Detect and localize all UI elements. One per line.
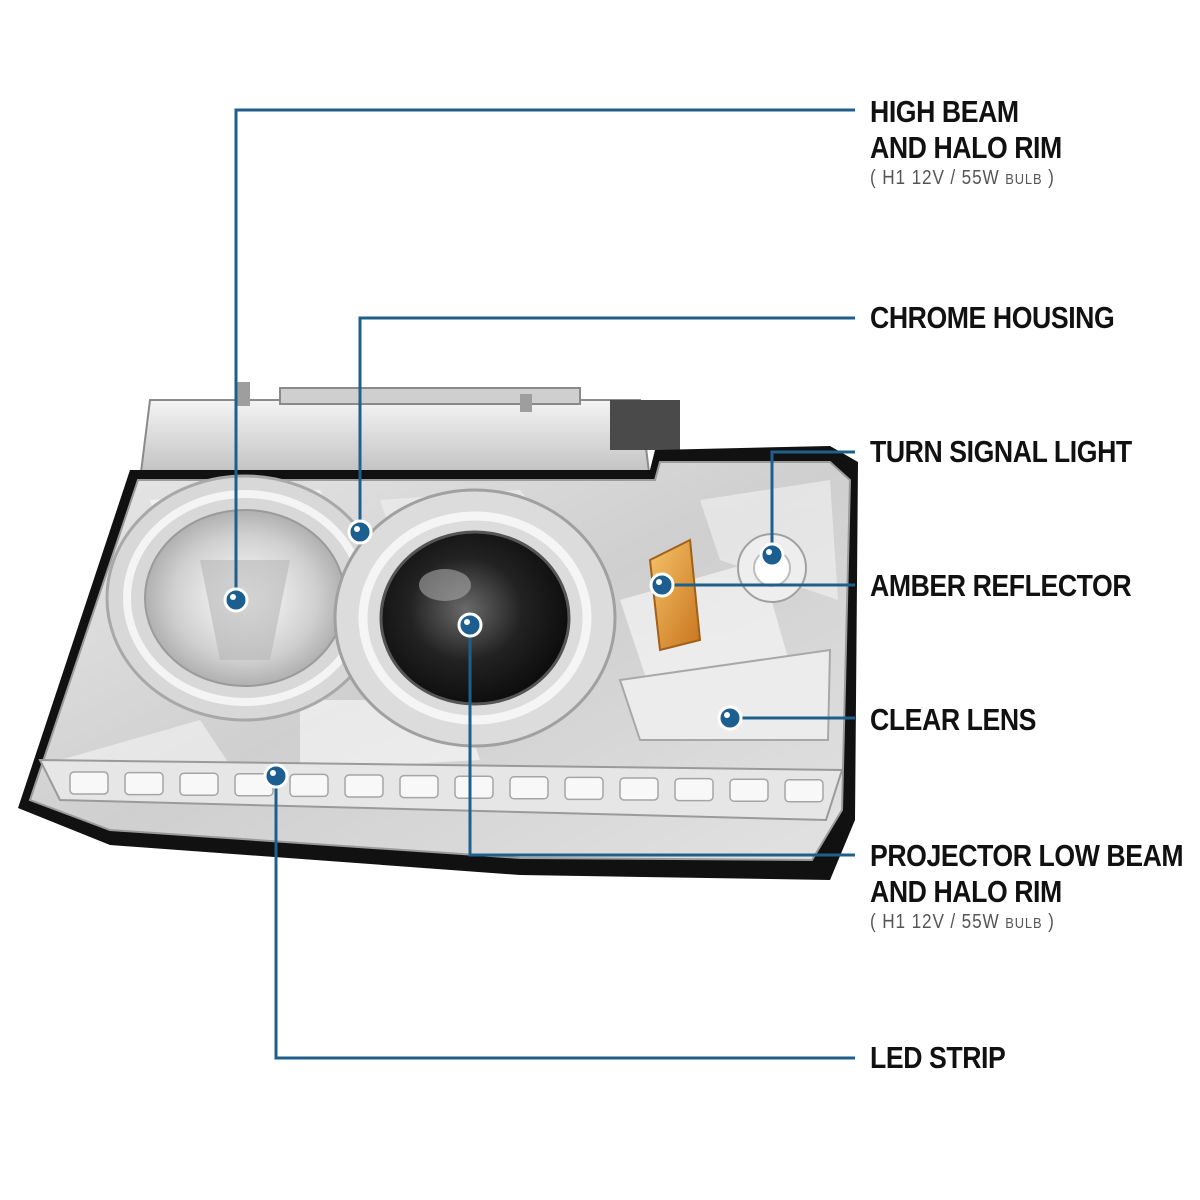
high-beam-bulb-spec: ( H1 12V / 55W BULB ) <box>870 166 1062 192</box>
high-beam-title-line1: HIGH BEAM <box>870 94 1019 129</box>
callout-label-chrome-housing: CHROME HOUSING <box>870 300 1115 336</box>
led-cell <box>289 773 329 798</box>
led-cell <box>344 774 384 798</box>
leader-lines <box>234 108 855 1060</box>
projector-low-beam-bulb-spec: ( H1 12V / 55W BULB ) <box>870 910 1183 936</box>
led-cell <box>509 776 549 800</box>
led-cell <box>179 772 219 796</box>
callout-dot-highlight-chrome-housing <box>354 526 360 532</box>
callout-dot-highlight-clear-lens <box>724 712 730 718</box>
callout-dot-turn-signal <box>759 542 785 568</box>
leader-line-high-beam <box>234 108 855 600</box>
callout-label-projector-low-beam: PROJECTOR LOW BEAM AND HALO RIM ( H1 12V… <box>870 838 1184 936</box>
spec-open-paren: ( <box>870 167 877 189</box>
callout-dot-highlight-amber-reflector <box>656 579 662 585</box>
callout-label-turn-signal: TURN SIGNAL LIGHT <box>870 434 1132 470</box>
led-cell <box>124 771 164 796</box>
amber-reflector-title: AMBER REFLECTOR <box>870 568 1132 603</box>
spec-close-paren: ) <box>1048 167 1055 189</box>
led-cell <box>729 778 769 802</box>
callout-label-high-beam: HIGH BEAM AND HALO RIM ( H1 12V / 55W BU… <box>870 94 1062 192</box>
led-cell <box>784 779 824 803</box>
spec-close-paren: ) <box>1048 911 1055 933</box>
spec-open-paren: ( <box>870 911 877 933</box>
callout-dot-amber-reflector <box>649 572 675 598</box>
led-cell <box>454 775 494 799</box>
callout-dot-highlight-projector-low-beam <box>464 619 470 625</box>
led-cell <box>619 777 659 801</box>
led-cell <box>399 774 439 799</box>
top-bracket <box>138 382 680 481</box>
callout-dot-highlight-turn-signal <box>766 549 772 555</box>
leader-line-chrome-housing <box>358 316 855 532</box>
projector-low-beam-title-line1: PROJECTOR LOW BEAM <box>870 838 1184 873</box>
callout-dot-clear-lens <box>717 705 743 731</box>
callout-dots <box>223 519 785 789</box>
leader-line-led-strip <box>274 776 855 1060</box>
callout-label-led-strip: LED STRIP <box>870 1040 1006 1076</box>
leader-line-projector-low-beam <box>468 625 855 857</box>
chrome-housing-title: CHROME HOUSING <box>870 300 1115 335</box>
callout-label-amber-reflector: AMBER REFLECTOR <box>870 568 1132 604</box>
clear-lens-title: CLEAR LENS <box>870 702 1037 737</box>
spec-unit: BULB <box>1005 171 1043 188</box>
led-cell <box>564 776 604 801</box>
leader-line-turn-signal <box>770 450 855 555</box>
led-strip-bar <box>38 758 844 822</box>
turn-signal-title: TURN SIGNAL LIGHT <box>870 434 1132 469</box>
callout-dot-high-beam <box>223 587 249 613</box>
callout-dot-highlight-led-strip <box>270 770 276 776</box>
led-strip-title: LED STRIP <box>870 1040 1006 1075</box>
callout-dot-chrome-housing <box>347 519 373 545</box>
callout-dot-highlight-high-beam <box>230 594 236 600</box>
spec-bulb: H1 12V / 55W <box>882 911 1000 933</box>
amber-reflector-shape <box>648 538 702 652</box>
spec-bulb: H1 12V / 55W <box>882 167 1000 189</box>
callout-label-clear-lens: CLEAR LENS <box>870 702 1036 738</box>
high-beam-title-line2: AND HALO RIM <box>870 130 1062 165</box>
led-cell <box>674 777 714 802</box>
led-cell <box>69 771 109 795</box>
spec-unit: BULB <box>1005 915 1043 932</box>
callout-dot-projector-low-beam <box>457 612 483 638</box>
projector-low-beam-title-line2: AND HALO RIM <box>870 874 1062 909</box>
callout-dot-led-strip <box>263 763 289 789</box>
